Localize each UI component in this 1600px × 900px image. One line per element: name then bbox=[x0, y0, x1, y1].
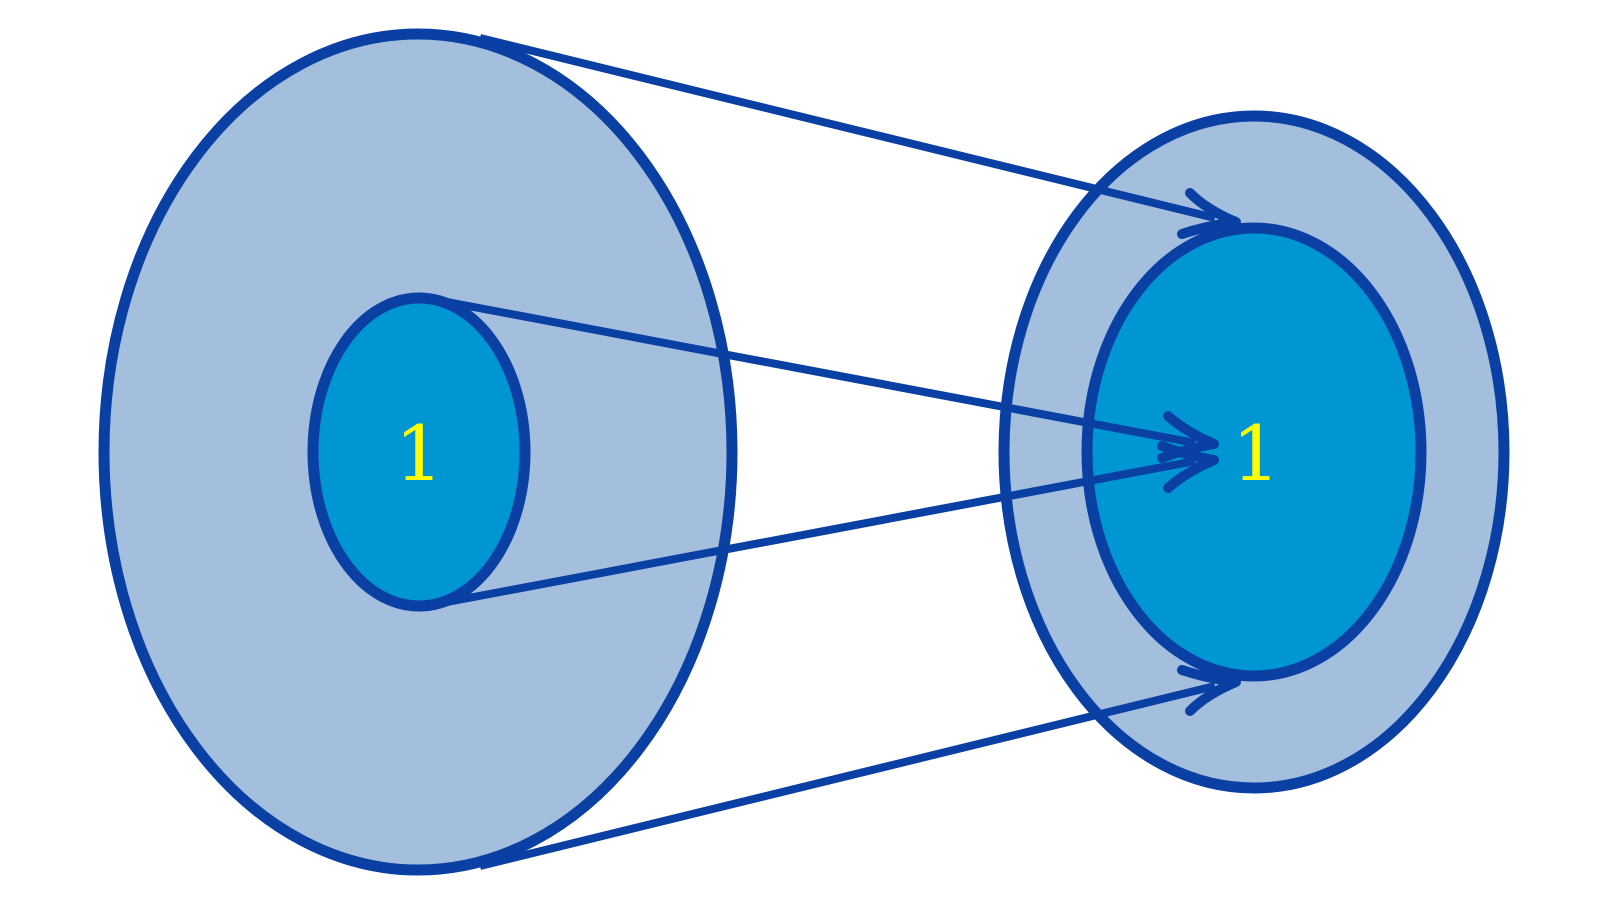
right-inner-set bbox=[1081, 222, 1427, 682]
left-inner-label: 1 bbox=[395, 409, 443, 498]
right-inner-label: 1 bbox=[1232, 409, 1280, 498]
arrow-inner-bottom bbox=[425, 441, 1219, 610]
left-inner-set bbox=[307, 292, 531, 612]
arrow-outer-top bbox=[479, 34, 1241, 239]
arrow-outer-bottom bbox=[479, 665, 1241, 870]
